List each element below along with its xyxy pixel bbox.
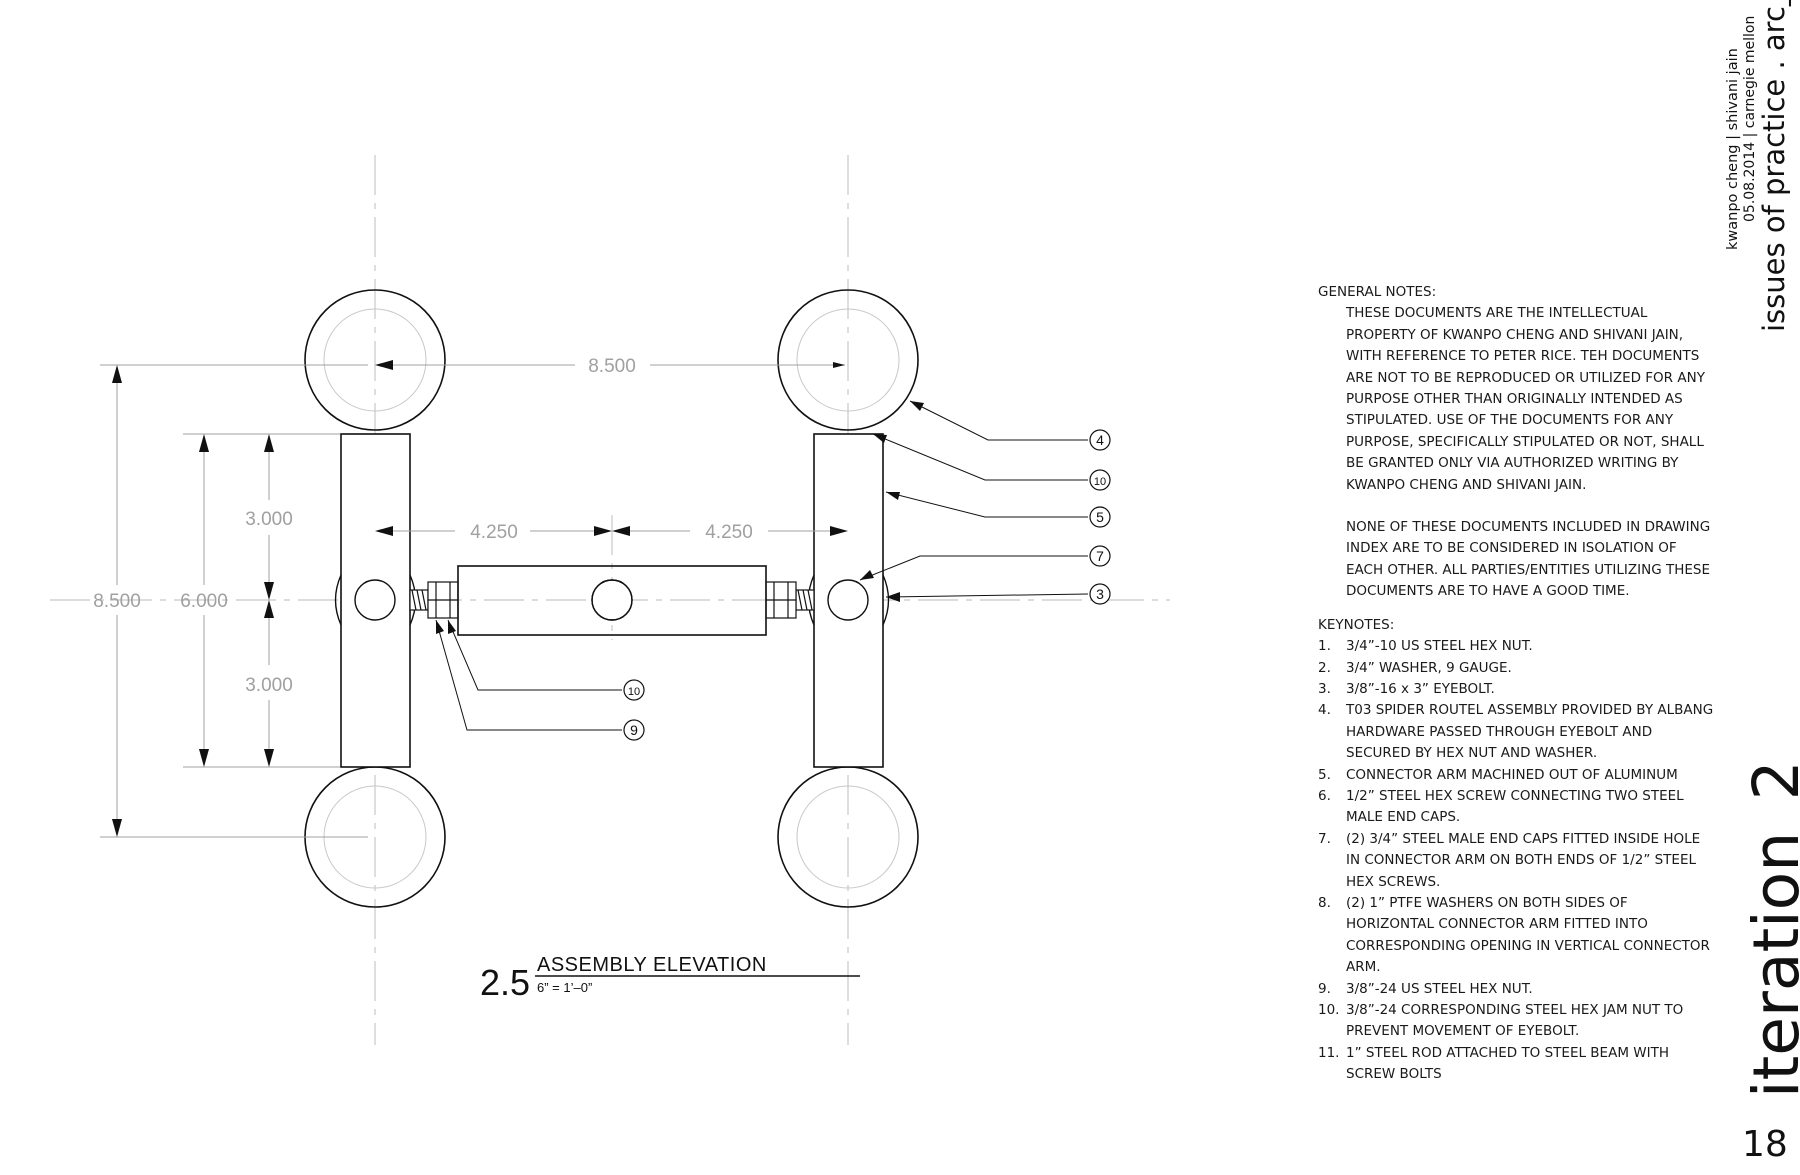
callout-arrowheads-right <box>860 401 924 602</box>
dim-lower-half-label: 3.000 <box>245 675 293 696</box>
keynote-item: 2.3/4” WASHER, 9 GAUGE. <box>1318 659 1512 676</box>
dim-top-width: 8.500 <box>375 356 845 377</box>
keynote-item: 1.3/4”-10 US STEEL HEX NUT. <box>1318 638 1533 655</box>
dim-halves <box>264 434 274 767</box>
dim-top-width-label: 8.500 <box>588 356 636 377</box>
notes-block: GENERAL NOTES: THESE DOCUMENTS ARE THE I… <box>1318 282 1718 1086</box>
callout-leaders-left <box>435 619 622 731</box>
keynote-item: 8.(2) 1” PTFE WASHERS ON BOTH SIDES OF H… <box>1318 894 1710 976</box>
callout-bubble-9-left: 9 <box>623 719 645 741</box>
callout-leaders-right <box>859 400 1089 598</box>
callout-bubble-3: 3 <box>1089 583 1111 605</box>
general-notes-heading: GENERAL NOTES: <box>1318 284 1437 300</box>
drawing-title: 2.5 ASSEMBLY ELEVATION 6” = 1’–0” <box>480 954 860 1003</box>
keynotes-heading: KEYNOTES: <box>1318 616 1395 633</box>
dim-upper-half-label: 3.000 <box>245 509 293 530</box>
node-circle-top-right <box>777 289 919 431</box>
drawing-number: 2.5 <box>480 962 530 1003</box>
callout-arrowheads-left <box>436 620 456 634</box>
svg-text:4: 4 <box>1096 432 1104 448</box>
dim-left-span-label: 4.250 <box>470 522 518 543</box>
dim-overall-height <box>100 364 368 838</box>
callout-bubble-4: 4 <box>1089 429 1111 451</box>
general-notes-paragraph-2: NONE OF THESE DOCUMENTS INCLUDED IN DRAW… <box>1346 519 1711 600</box>
sheet-page-number: 18 <box>1742 1124 1788 1165</box>
keynote-item: 5.CONNECTOR ARM MACHINED OUT OF ALUMINUM <box>1318 766 1678 783</box>
svg-text:7: 7 <box>1096 548 1104 564</box>
callout-bubble-10-left: 10 <box>623 679 645 701</box>
drawing-title-text: ASSEMBLY ELEVATION <box>537 954 767 976</box>
svg-text:9: 9 <box>630 722 638 738</box>
sheet-authors: kwanpo cheng | shivani jain <box>1725 48 1741 250</box>
horizontal-arm <box>457 565 767 636</box>
keynotes-list: 1.3/4”-10 US STEEL HEX NUT. 2.3/4” WASHE… <box>1318 636 1718 1086</box>
eyebolt-left <box>409 581 459 619</box>
dim-spans <box>375 526 848 536</box>
arm-holes <box>354 579 869 621</box>
dim-right-span-label: 4.250 <box>705 522 753 543</box>
callout-bubble-7: 7 <box>1089 545 1111 567</box>
svg-text:3: 3 <box>1096 586 1104 602</box>
sheet-iteration: iteration_2 <box>1740 760 1800 1098</box>
keynote-item: 10.3/8”-24 CORRESPONDING STEEL HEX JAM N… <box>1318 1002 1684 1040</box>
eyebolt-right <box>765 581 815 619</box>
keynote-item: 7.(2) 3/4” STEEL MALE END CAPS FITTED IN… <box>1318 830 1701 890</box>
keynote-item: 11.1” STEEL ROD ATTACHED TO STEEL BEAM W… <box>1318 1044 1669 1083</box>
keynote-item: 6.1/2” STEEL HEX SCREW CONNECTING TWO ST… <box>1318 787 1684 826</box>
dim-arm-height <box>183 433 340 768</box>
keynote-item: 4.T03 SPIDER ROUTEL ASSEMBLY PROVIDED BY… <box>1318 702 1714 762</box>
drawing-scale: 6” = 1’–0” <box>537 980 592 995</box>
sheet-date-school: 05.08.2014 | carnegie mellon <box>1742 15 1758 222</box>
callout-bubble-10: 10 <box>1089 469 1111 491</box>
dim-arm-height-label: 6.000 <box>180 591 228 612</box>
svg-text:10: 10 <box>1094 476 1106 488</box>
general-notes-paragraph-1: THESE DOCUMENTS ARE THE INTELLECTUAL PRO… <box>1346 305 1705 493</box>
sheet-course: issues of practice . arc_381 <box>1757 0 1791 332</box>
svg-text:5: 5 <box>1096 509 1104 525</box>
callout-bubble-5: 5 <box>1089 506 1111 528</box>
keynote-item: 9.3/8”-24 US STEEL HEX NUT. <box>1318 980 1533 997</box>
keynote-item: 3.3/8”-16 x 3” EYEBOLT. <box>1318 680 1495 697</box>
dim-overall-height-label: 8.500 <box>93 591 141 612</box>
node-circle-top-left <box>304 289 446 431</box>
svg-text:10: 10 <box>628 686 640 698</box>
